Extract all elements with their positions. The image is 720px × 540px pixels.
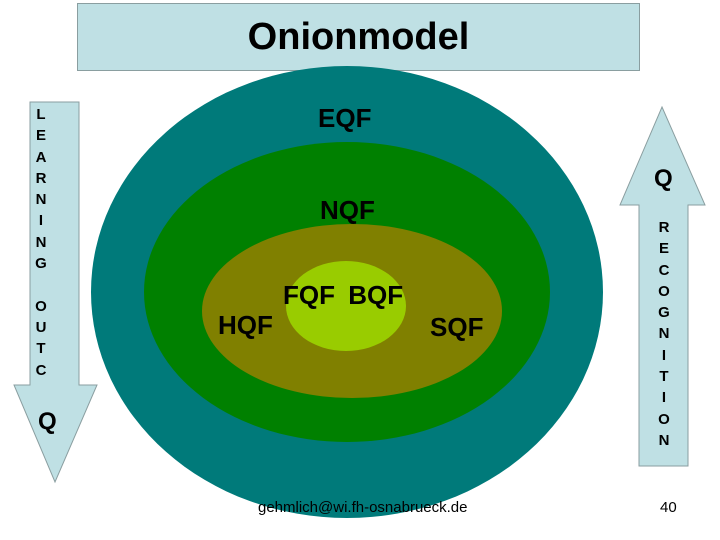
- hqf-label: HQF: [218, 310, 273, 340]
- fqf-bqf-core: [286, 261, 406, 351]
- letter: O: [658, 282, 670, 300]
- sqf-label: SQF: [430, 312, 484, 342]
- letter: N: [35, 191, 47, 209]
- recognition-arrow: [619, 105, 706, 467]
- recognition-text: R E C O G N I T I O N: [652, 217, 676, 451]
- left-q-label: Q: [38, 408, 57, 435]
- slide-title: Onionmodel: [77, 3, 640, 71]
- eqf-label: EQF: [318, 103, 372, 133]
- letter: E: [658, 240, 669, 258]
- letter: U: [35, 318, 47, 336]
- letter: G: [35, 255, 47, 273]
- letter: L: [36, 106, 46, 123]
- letter: R: [658, 219, 670, 236]
- learning-outcome-arrow: [13, 101, 98, 484]
- letter: T: [659, 368, 669, 386]
- letter: E: [35, 127, 46, 145]
- footer-email: gehmlich@wi.fh-osnabrueck.de: [258, 499, 468, 516]
- letter: G: [658, 304, 670, 322]
- letter: N: [658, 431, 670, 449]
- letter: I: [661, 346, 667, 364]
- nqf-label: NQF: [320, 195, 375, 225]
- letter: O: [658, 410, 670, 428]
- letter: R: [35, 169, 47, 187]
- fqf-bqf-label: FQF BQF: [283, 280, 404, 310]
- learning-outcome-text: L E A R N I N G O U T C: [29, 104, 53, 381]
- letter: C: [35, 361, 47, 379]
- letter: N: [35, 233, 47, 251]
- right-q-label: Q: [654, 165, 673, 192]
- letter: C: [658, 261, 670, 279]
- letter: O: [35, 297, 47, 315]
- letter: A: [35, 148, 47, 166]
- letter: I: [661, 389, 667, 407]
- letter: T: [36, 340, 46, 358]
- letter: I: [38, 212, 44, 230]
- page-number: 40: [660, 499, 677, 516]
- letter: N: [658, 325, 670, 343]
- letter-gap: [29, 274, 53, 295]
